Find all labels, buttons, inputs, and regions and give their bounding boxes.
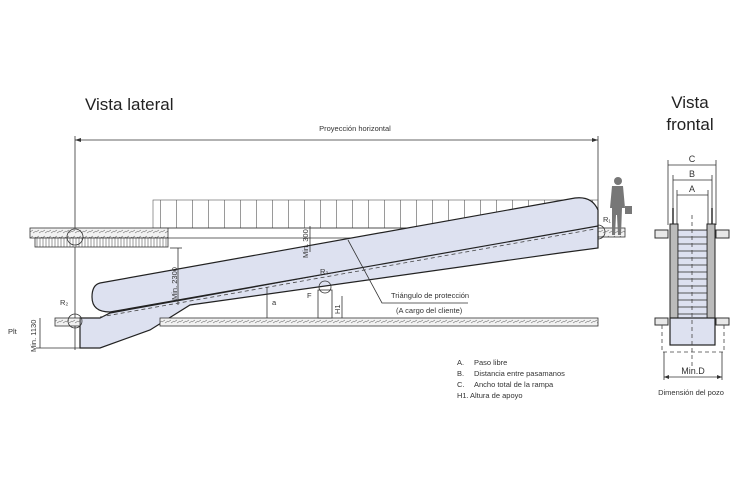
min-d-label: Min.D xyxy=(681,366,705,376)
svg-text:C.: C. xyxy=(457,380,465,389)
protection-triangle-label: Triángulo de protección xyxy=(391,291,469,300)
legend-item: H1.Altura de apoyo xyxy=(457,391,523,400)
plt-label: Plt xyxy=(8,327,18,336)
min-300-dimension: Min. 300 xyxy=(301,226,311,258)
angle-label: a xyxy=(272,298,277,307)
svg-text:A.: A. xyxy=(457,358,464,367)
frontal-view: C B A Min.D Dimensión del pozo xyxy=(654,154,730,397)
min-1130-label: Min. 1130 xyxy=(29,320,38,352)
frontal-view-title-line1: Vista xyxy=(671,93,709,112)
a-label: A xyxy=(689,184,695,194)
protection-triangle-callout: Triángulo de protección (A cargo del cli… xyxy=(347,239,469,315)
legend: A. Paso libre B. Distancia entre pasamanos… xyxy=(457,358,565,400)
min-2300-label: Min. 2300 xyxy=(170,267,179,300)
min-2300-dimension: Min. 2300 xyxy=(170,247,182,305)
legend-item: B. Distancia entre pasamanos xyxy=(457,369,565,378)
svg-text:B.: B. xyxy=(457,369,464,378)
intermediate-support: R₃ F H1 xyxy=(307,267,343,319)
angle-dimension: a xyxy=(266,287,277,318)
pit-dimension-label: Dimensión del pozo xyxy=(658,388,724,397)
lower-floor-slab: R₂ xyxy=(54,298,599,329)
frontal-view-title-line2: frontal xyxy=(666,115,713,134)
c-label: C xyxy=(689,154,696,164)
pit-depth-dimension: Min. 1130 Plt xyxy=(8,318,80,352)
svg-text:H1.: H1. xyxy=(457,391,469,400)
person-icon xyxy=(610,177,632,235)
r1-label: R₁ xyxy=(603,215,611,224)
steps xyxy=(677,229,708,319)
svg-text:Altura de apoyo: Altura de apoyo xyxy=(470,391,523,400)
min-300-label: Min. 300 xyxy=(301,229,310,258)
b-label: B xyxy=(689,169,695,179)
svg-text:Paso libre: Paso libre xyxy=(474,358,507,367)
r3-label: R₃ xyxy=(320,267,328,276)
handrail xyxy=(91,197,599,313)
legend-item: A. Paso libre xyxy=(457,358,507,367)
horizontal-projection-label: Proyección horizontal xyxy=(319,124,391,133)
h1-label: H1 xyxy=(333,304,342,314)
width-dimensions: C B A xyxy=(667,154,717,225)
lateral-view-title: Vista lateral xyxy=(85,95,174,114)
client-charge-label: (A cargo del cliente) xyxy=(396,306,463,315)
svg-text:Distancia entre pasamanos: Distancia entre pasamanos xyxy=(474,369,565,378)
legend-item: C. Ancho total de la rampa xyxy=(457,380,554,389)
r2-label: R₂ xyxy=(60,298,68,307)
f-label: F xyxy=(307,291,312,300)
svg-text:Ancho total de la rampa: Ancho total de la rampa xyxy=(474,380,554,389)
escalator-truss xyxy=(79,225,599,349)
